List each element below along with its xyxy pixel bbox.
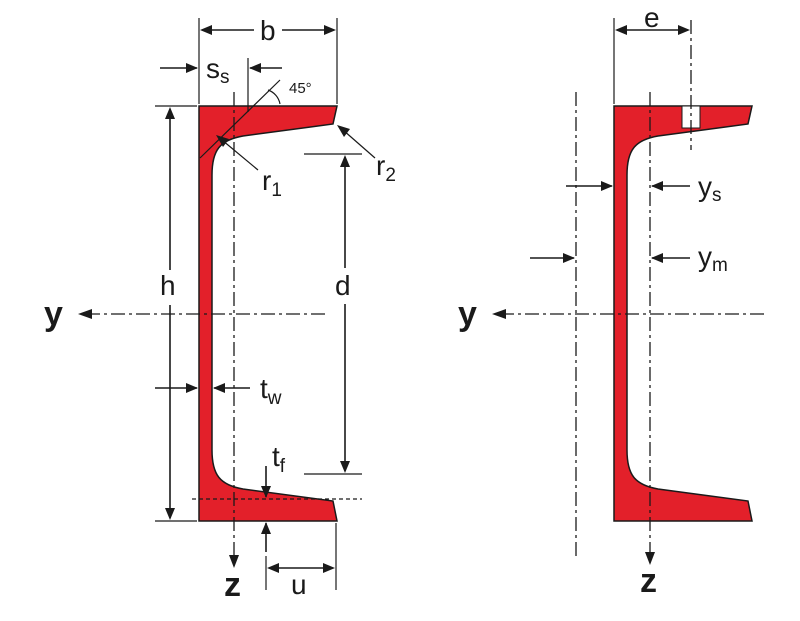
b-arrow-left [200, 25, 212, 35]
ss-label: ss [206, 53, 230, 88]
angle-45-label: 45° [289, 80, 312, 97]
right-z-label: z [640, 562, 657, 600]
u-arrow-right [323, 563, 335, 573]
b-label: b [260, 15, 276, 46]
e-arrow-left [615, 25, 627, 35]
h-label: h [160, 270, 176, 301]
left-y-label: y [44, 295, 63, 333]
tw-arrow-right [213, 383, 225, 393]
d-arrow-bottom [340, 461, 350, 473]
left-z-arrow [229, 555, 239, 568]
right-y-arrow [492, 309, 506, 319]
u-label: u [291, 569, 307, 600]
left-channel-section [198, 105, 338, 522]
ym-arrow-right [651, 253, 663, 263]
r2-arrow [337, 125, 350, 137]
r1-label: r1 [262, 165, 282, 201]
d-arrow-top [340, 155, 350, 167]
b-arrow-right [324, 25, 336, 35]
e-label: e [644, 2, 660, 33]
e-arrow-right [678, 25, 690, 35]
left-figure: z y b ss 45° h [44, 15, 396, 604]
r2-label: r2 [376, 150, 396, 186]
r1-arrow [216, 135, 229, 147]
right-z-arrow [645, 552, 655, 565]
ys-label: ys [698, 171, 722, 206]
tw-arrow-left [186, 383, 198, 393]
ym-label: ym [698, 241, 728, 276]
ym-arrow-left [563, 253, 575, 263]
ss-arrow-left [186, 63, 198, 73]
d-label: d [335, 270, 351, 301]
tf-arrow-bottom [261, 522, 271, 534]
u-arrow-left [267, 563, 279, 573]
right-channel-section [613, 105, 753, 522]
right-y-label: y [458, 295, 477, 333]
right-figure: z y e ys ym [458, 2, 766, 600]
h-arrow-bottom [165, 508, 175, 520]
r1-leader [221, 139, 259, 171]
ss-arrow-right [249, 63, 261, 73]
ys-arrow-right [651, 181, 663, 191]
tf-arrow-top [261, 486, 271, 498]
r2-leader [342, 129, 376, 159]
tf-label: tf [272, 441, 286, 477]
angle-45-arc [267, 89, 281, 105]
h-arrow-top [165, 107, 175, 119]
ys-arrow-left [601, 181, 613, 191]
left-z-label: z [224, 566, 241, 604]
angle-45-line [199, 79, 281, 159]
left-y-arrow [78, 309, 92, 319]
tw-label: tw [260, 373, 282, 409]
